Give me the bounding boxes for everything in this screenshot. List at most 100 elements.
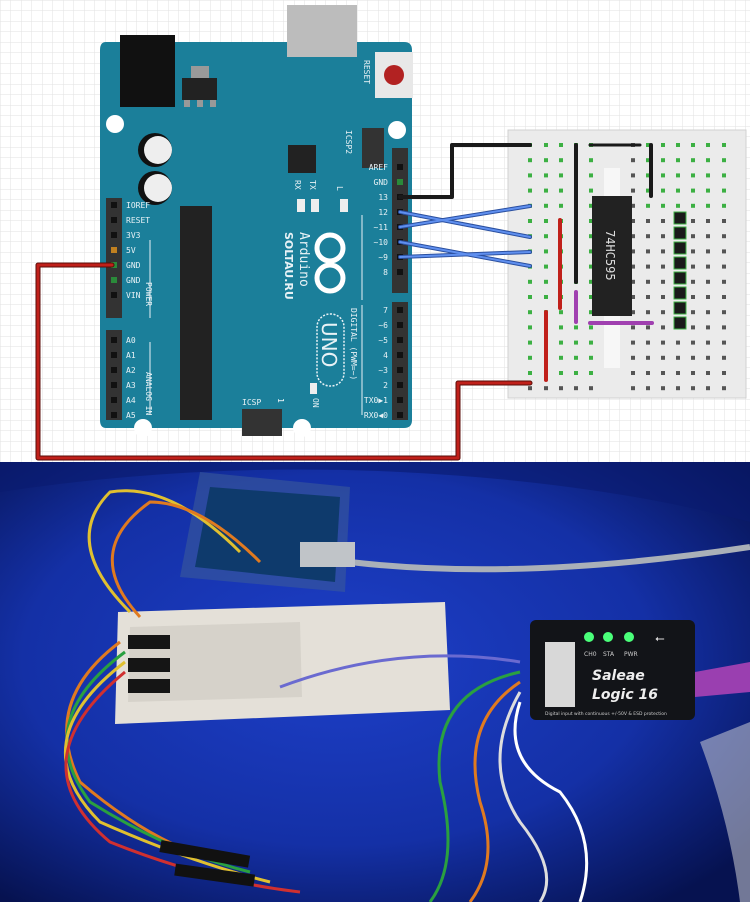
- analyzer-brand: Saleae: [592, 668, 645, 684]
- breadboard-hole: [559, 386, 563, 391]
- channel-header: [545, 642, 575, 707]
- breadboard-hole: [544, 264, 548, 269]
- hardware-photo: CH0 STA PWR ⭠ Saleae Logic 16 Digital in…: [0, 462, 750, 902]
- header-pin[interactable]: [397, 307, 403, 313]
- header-pin[interactable]: [397, 269, 403, 275]
- arduino-logo: [314, 232, 346, 294]
- breadboard-hole: [559, 143, 563, 147]
- breadboard-hole: [706, 249, 710, 254]
- pin-label: A1: [126, 351, 136, 360]
- breadboard-hole: [589, 295, 593, 299]
- breadboard-hole: [646, 310, 650, 315]
- pin-label: GND: [126, 276, 141, 285]
- pin-label: ~3: [378, 366, 388, 375]
- breadboard-hole: [722, 355, 726, 360]
- breadboard-hole: [722, 310, 726, 315]
- pin-label: 2: [383, 381, 388, 390]
- breadboard-hole: [722, 158, 726, 163]
- header-pin[interactable]: [111, 277, 117, 283]
- breadboard-hole: [646, 355, 650, 360]
- output-pins: [673, 211, 687, 330]
- header-pin[interactable]: [397, 179, 403, 185]
- breadboard-hole: [706, 386, 710, 391]
- header-pin[interactable]: [111, 382, 117, 388]
- breadboard-hole: [691, 234, 695, 239]
- breadboard-hole: [706, 264, 710, 269]
- header-pin[interactable]: [397, 164, 403, 170]
- header-pin[interactable]: [111, 337, 117, 343]
- header-pin[interactable]: [111, 232, 117, 238]
- pin-label: IOREF: [126, 201, 150, 210]
- microcontroller: [180, 206, 212, 420]
- header-pin[interactable]: [111, 292, 117, 298]
- breadboard-hole: [589, 249, 593, 254]
- breadboard-hole: [528, 340, 532, 345]
- breadboard-hole: [631, 340, 635, 345]
- breadboard-hole: [528, 386, 532, 391]
- breadboard-hole: [676, 203, 680, 208]
- breadboard-hole: [559, 173, 563, 178]
- header-pin[interactable]: [111, 217, 117, 223]
- breadboard-hole: [646, 386, 650, 391]
- breadboard-hole: [661, 143, 665, 147]
- breadboard-hole: [691, 295, 695, 299]
- breadboard-hole: [528, 371, 532, 375]
- led-ch0: [584, 632, 594, 642]
- breadboard-hole: [631, 158, 635, 163]
- header-pin[interactable]: [111, 247, 117, 253]
- header-pin[interactable]: [111, 202, 117, 208]
- breadboard-hole: [646, 340, 650, 345]
- output-pin: [673, 211, 687, 225]
- breadboard-hole: [544, 234, 548, 239]
- header-pin[interactable]: [111, 367, 117, 373]
- breadboard-photo: [115, 602, 450, 724]
- breadboard-hole: [589, 279, 593, 284]
- breadboard-hole: [589, 219, 593, 223]
- breadboard-hole: [646, 279, 650, 284]
- header-pin[interactable]: [111, 412, 117, 418]
- breadboard-hole: [691, 279, 695, 284]
- arduino-brand: Arduino: [296, 232, 311, 287]
- breadboard-hole: [706, 158, 710, 163]
- svg-text:TX: TX: [308, 180, 317, 190]
- pin-label: ~10: [374, 238, 389, 247]
- breadboard-hole: [646, 295, 650, 299]
- breadboard-hole: [631, 249, 635, 254]
- breadboard-hole: [706, 295, 710, 299]
- reset-button[interactable]: [375, 52, 413, 98]
- usb-chip: [288, 145, 316, 173]
- svg-text:ANALOG IN: ANALOG IN: [144, 372, 153, 416]
- header-pin[interactable]: [397, 412, 403, 418]
- breadboard-hole: [722, 386, 726, 391]
- breadboard-hole: [722, 219, 726, 223]
- header-pin[interactable]: [111, 397, 117, 403]
- breadboard-hole: [631, 203, 635, 208]
- header-pin[interactable]: [397, 322, 403, 328]
- pin-label: A5: [126, 411, 136, 420]
- header-pin[interactable]: [111, 352, 117, 358]
- breadboard-hole: [646, 219, 650, 223]
- digital-header-bottom: [392, 302, 408, 420]
- breadboard-hole: [631, 325, 635, 330]
- header-pin[interactable]: [397, 382, 403, 388]
- breadboard-hole: [544, 219, 548, 223]
- shift-register-chip: 74HC595: [592, 196, 632, 316]
- svg-text:POWER: POWER: [144, 282, 153, 306]
- header-pin[interactable]: [397, 352, 403, 358]
- breadboard-hole: [589, 188, 593, 193]
- breadboard-hole: [722, 234, 726, 239]
- header-pin[interactable]: [397, 397, 403, 403]
- breadboard-hole: [661, 249, 665, 254]
- breadboard-hole: [631, 173, 635, 178]
- header-pin[interactable]: [397, 367, 403, 373]
- breadboard-hole: [661, 325, 665, 330]
- breadboard-hole: [661, 355, 665, 360]
- breadboard-hole: [661, 234, 665, 239]
- usb-icon: ⭠: [655, 631, 665, 645]
- l-led: [340, 199, 348, 212]
- reset-label: RESET: [362, 60, 371, 84]
- breadboard-hole: [589, 386, 593, 391]
- jumper-connectors: [159, 840, 256, 887]
- header-pin[interactable]: [397, 337, 403, 343]
- breadboard-hole: [646, 143, 650, 147]
